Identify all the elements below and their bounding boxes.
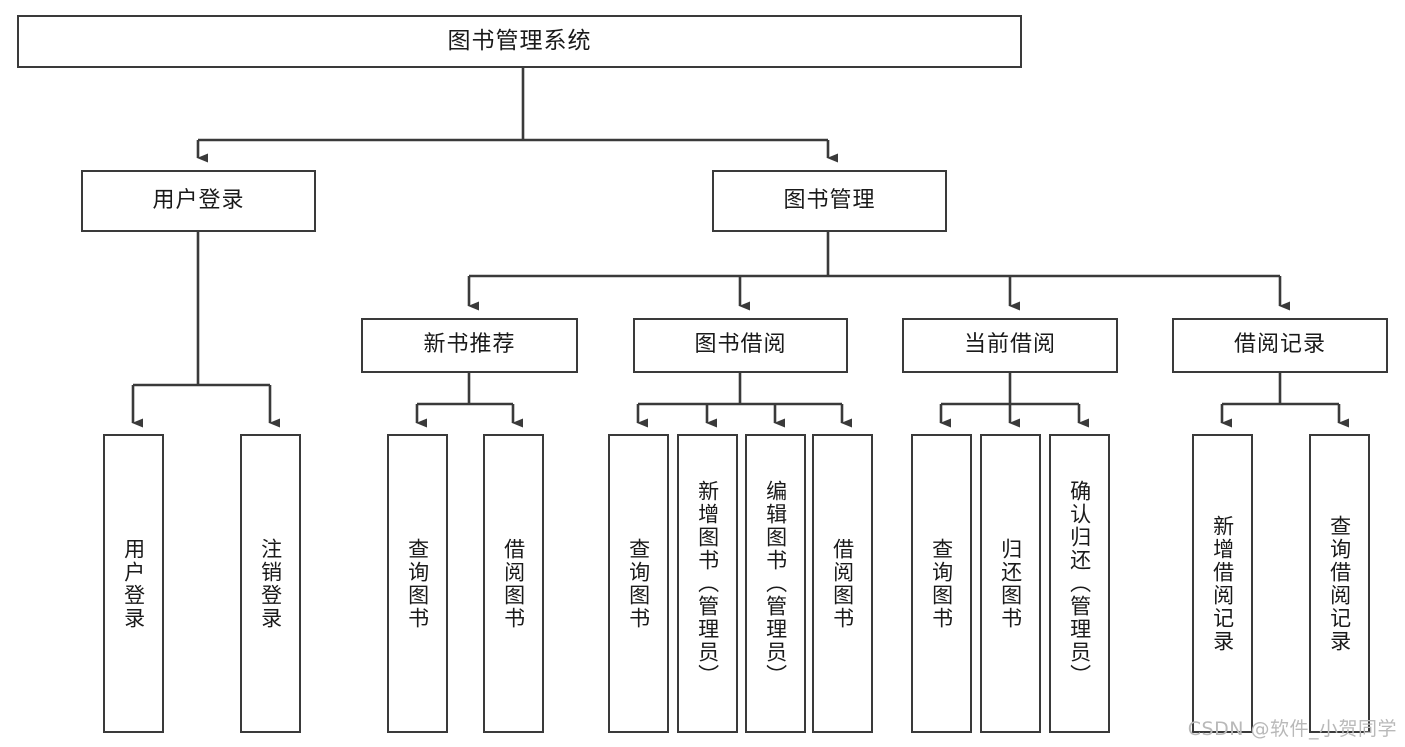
leaf-query-book-3-label: 查询图书	[929, 537, 954, 630]
leaf-edit-book-label: 编辑图书（管理员）	[763, 480, 788, 687]
leaf-logout-login[interactable]: 注销登录	[240, 434, 301, 733]
leaf-query-book-1[interactable]: 查询图书	[387, 434, 448, 733]
leaf-query-book-1-label: 查询图书	[405, 537, 430, 630]
leaf-query-book-2-label: 查询图书	[626, 537, 651, 630]
node-user-login[interactable]: 用户登录	[81, 170, 316, 232]
node-new-book-recommend-label: 新书推荐	[423, 332, 516, 358]
leaf-edit-book[interactable]: 编辑图书（管理员）	[745, 434, 806, 733]
leaf-return-book[interactable]: 归还图书	[980, 434, 1041, 733]
node-borrow-record-label: 借阅记录	[1233, 332, 1326, 358]
leaf-query-borrow-record-label: 查询借阅记录	[1327, 514, 1352, 653]
node-current-borrow[interactable]: 当前借阅	[902, 318, 1118, 373]
leaf-add-book-label: 新增图书（管理员）	[695, 480, 720, 687]
node-root-system[interactable]: 图书管理系统	[17, 15, 1022, 68]
leaf-user-login-label: 用户登录	[121, 537, 146, 630]
node-borrow-record[interactable]: 借阅记录	[1172, 318, 1388, 373]
leaf-query-book-3[interactable]: 查询图书	[911, 434, 972, 733]
leaf-add-borrow-record-label: 新增借阅记录	[1210, 514, 1235, 653]
csdn-watermark: CSDN @软件_小贺同学	[1187, 718, 1397, 740]
leaf-add-borrow-record[interactable]: 新增借阅记录	[1192, 434, 1253, 733]
node-new-book-recommend[interactable]: 新书推荐	[361, 318, 578, 373]
leaf-borrow-book-1-label: 借阅图书	[501, 537, 526, 630]
leaf-query-borrow-record[interactable]: 查询借阅记录	[1309, 434, 1370, 733]
node-book-borrow[interactable]: 图书借阅	[633, 318, 848, 373]
leaf-logout-login-label: 注销登录	[258, 537, 283, 630]
leaf-confirm-return-label: 确认归还（管理员）	[1067, 480, 1092, 687]
leaf-user-login[interactable]: 用户登录	[103, 434, 164, 733]
leaf-add-book[interactable]: 新增图书（管理员）	[677, 434, 738, 733]
leaf-borrow-book-2-label: 借阅图书	[830, 537, 855, 630]
node-user-login-label: 用户登录	[152, 187, 245, 213]
node-book-management-label: 图书管理	[783, 187, 876, 213]
leaf-borrow-book-2[interactable]: 借阅图书	[812, 434, 873, 733]
leaf-confirm-return[interactable]: 确认归还（管理员）	[1049, 434, 1110, 733]
leaf-return-book-label: 归还图书	[998, 537, 1023, 630]
node-book-management[interactable]: 图书管理	[712, 170, 947, 232]
node-current-borrow-label: 当前借阅	[963, 332, 1056, 358]
leaf-borrow-book-1[interactable]: 借阅图书	[483, 434, 544, 733]
node-book-borrow-label: 图书借阅	[694, 332, 787, 358]
leaf-query-book-2[interactable]: 查询图书	[608, 434, 669, 733]
node-root-system-label: 图书管理系统	[447, 27, 592, 54]
